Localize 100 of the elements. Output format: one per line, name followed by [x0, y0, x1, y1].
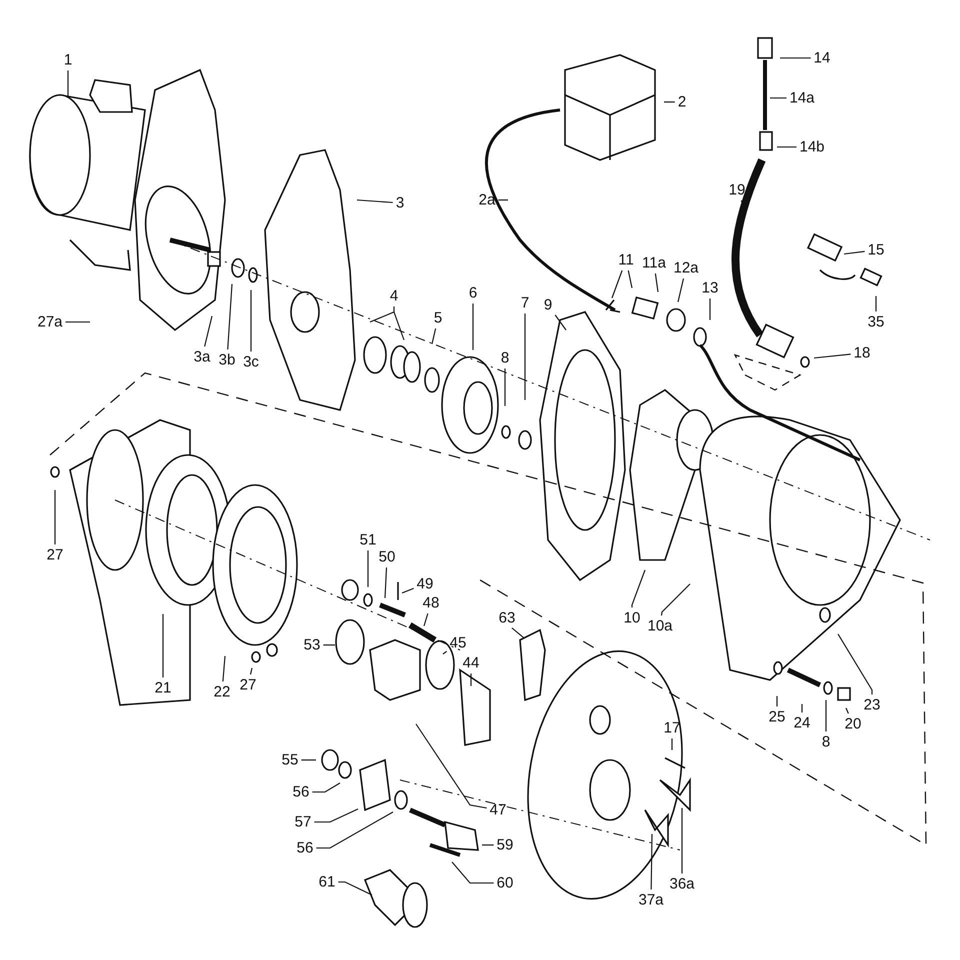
leader-line: [677, 278, 684, 302]
callout-number: 12a: [672, 260, 700, 276]
callout-number: 36a: [668, 876, 696, 892]
callout-number: 22: [212, 684, 232, 700]
leader-line: [776, 696, 778, 706]
leader-line: [250, 668, 253, 675]
leader-line: [54, 490, 56, 544]
leader-line: [504, 368, 506, 406]
callout-number: 2: [676, 94, 688, 110]
callout-number: 11: [617, 252, 635, 268]
callout-number: 13: [700, 280, 720, 296]
leader-line: [323, 644, 335, 646]
leader-line: [67, 70, 69, 98]
callout-number: 4: [388, 288, 400, 304]
callout-number: 18: [852, 344, 872, 362]
callout-number: 23: [862, 696, 882, 714]
callout-number: 59: [496, 836, 514, 854]
leader-line: [631, 570, 646, 608]
callout-number: 8: [820, 734, 832, 750]
callout-number: 7: [520, 294, 530, 312]
callout-number: 35: [866, 314, 886, 330]
callout-number: 20: [844, 716, 862, 732]
leader-line: [402, 588, 414, 594]
leader-line: [423, 613, 428, 626]
leader-line: [452, 862, 494, 884]
callout-number: 10a: [646, 618, 674, 634]
callout-number: 27a: [36, 314, 64, 330]
leader-line: [770, 97, 786, 99]
leader-line: [416, 724, 487, 809]
callout-number: 56: [296, 840, 314, 856]
callout-number: 47: [488, 802, 508, 818]
leader-line: [846, 708, 849, 714]
callout-number: 3: [394, 194, 406, 212]
leader-line: [654, 273, 659, 292]
callout-number: 27: [46, 546, 64, 564]
leader-line: [66, 321, 90, 323]
leader-line: [482, 844, 494, 846]
callout-number: 48: [422, 594, 440, 612]
leader-line: [681, 808, 683, 874]
leader-line: [844, 250, 865, 255]
callout-number: 63: [498, 610, 516, 626]
callout-number: 1: [62, 52, 74, 68]
leader-line: [369, 306, 405, 340]
callout-number: 14: [812, 50, 832, 66]
callout-number: 21: [154, 680, 172, 696]
leader-line: [664, 101, 675, 103]
leader-line: [838, 634, 873, 694]
leader-line: [301, 759, 316, 761]
leader-line: [660, 584, 690, 616]
callout-number: 44: [462, 654, 480, 672]
leader-line: [250, 290, 252, 352]
leader-line: [709, 298, 711, 320]
leader-line: [472, 304, 474, 350]
callout-number: 49: [416, 576, 434, 592]
callout-number: 5: [432, 310, 444, 326]
callout-number: 10: [622, 610, 642, 626]
callout-number: 56: [292, 784, 310, 800]
leader-line: [356, 199, 393, 204]
leader-line: [611, 270, 623, 298]
callout-number: 14a: [788, 90, 816, 106]
callout-number: 45: [448, 634, 468, 652]
leader-line: [338, 881, 372, 896]
leader-line: [650, 834, 653, 890]
callout-number: 15: [866, 242, 886, 258]
leader-line: [801, 704, 803, 712]
callout-number: 9: [542, 296, 554, 314]
callout-number: 53: [302, 636, 322, 654]
callout-number: 14b: [798, 138, 826, 156]
callout-number: 19: [728, 182, 746, 198]
callout-number: 3c: [242, 354, 260, 370]
callout-number: 60: [496, 874, 514, 892]
callout-number: 27: [238, 676, 258, 694]
leader-line: [814, 354, 851, 359]
leader-line: [314, 808, 358, 823]
leader-line: [227, 284, 233, 350]
leader-line: [777, 146, 796, 148]
leader-line: [498, 199, 508, 201]
leader-line: [524, 314, 526, 400]
leader-line: [671, 738, 673, 750]
leader-line: [162, 614, 164, 678]
leader-line: [316, 812, 394, 849]
callout-number: 57: [294, 814, 312, 830]
leader-line: [470, 674, 472, 686]
callout-number: 61: [318, 874, 336, 890]
leader-line: [204, 316, 213, 347]
callout-number: 3a: [192, 348, 212, 366]
leader-line: [628, 270, 633, 288]
callout-number: 24: [792, 714, 812, 732]
callout-number: 55: [280, 752, 300, 768]
leader-line: [312, 782, 340, 793]
callout-number: 17: [662, 720, 682, 736]
callout-number: 51: [358, 532, 378, 548]
callout-number: 8: [500, 350, 510, 366]
callout-number: 3b: [218, 352, 236, 368]
leader-line: [442, 650, 448, 654]
leader-line: [780, 57, 811, 59]
callout-number: 50: [378, 548, 396, 566]
leader-line: [554, 314, 566, 330]
leader-line: [384, 567, 388, 598]
leader-line: [367, 550, 369, 587]
